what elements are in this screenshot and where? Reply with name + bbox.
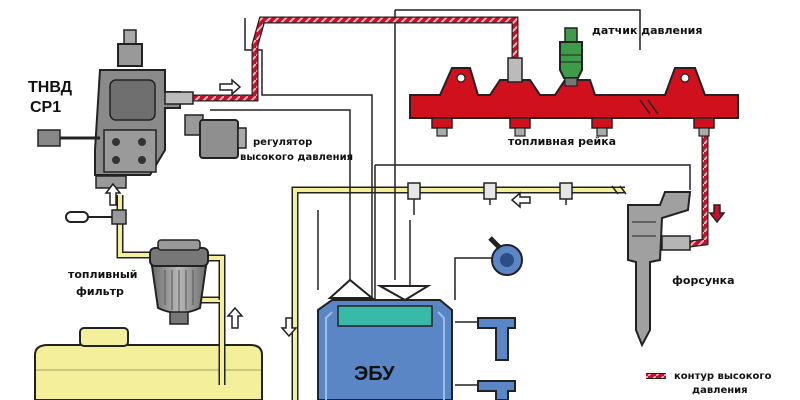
pressure-regulator <box>184 114 247 159</box>
injector <box>627 191 692 348</box>
break-mark <box>611 185 627 195</box>
fuel-rail-label: топливная рейка <box>508 135 616 148</box>
ecu-wires <box>210 9 691 386</box>
flow-arrows <box>104 78 531 338</box>
ecu-unit <box>317 278 453 400</box>
fuel-filter-label-line2: фильтр <box>76 285 124 298</box>
high-pressure-arrow <box>708 204 726 224</box>
extra-sensor <box>477 380 516 400</box>
injector-label: форсунка <box>672 274 735 287</box>
high-pressure-pump <box>37 29 194 189</box>
ecu-label: ЭБУ <box>354 363 395 385</box>
pressure-sensor <box>559 27 583 87</box>
high-pressure-lines <box>190 16 709 248</box>
fuel-filter <box>149 239 209 325</box>
pressure-sensor-label: датчик давления <box>592 24 702 37</box>
legend-label-line2: давления <box>692 385 748 396</box>
pressure-regulator-label-line1: регулятор <box>253 137 312 148</box>
return-drops <box>413 199 567 215</box>
fuel-tank <box>34 327 263 400</box>
fuel-filter-label-line1: топливный <box>68 268 138 281</box>
camshaft-sensor <box>488 236 523 276</box>
pump-title-line1: ТНВД <box>28 79 73 96</box>
temperature-sensor <box>477 317 516 361</box>
pump-title-line2: CP1 <box>30 99 61 116</box>
primer-handle <box>65 209 127 225</box>
legend-label-line1: контур высокого <box>674 371 772 382</box>
pressure-regulator-label-line2: высокого давления <box>240 152 353 163</box>
